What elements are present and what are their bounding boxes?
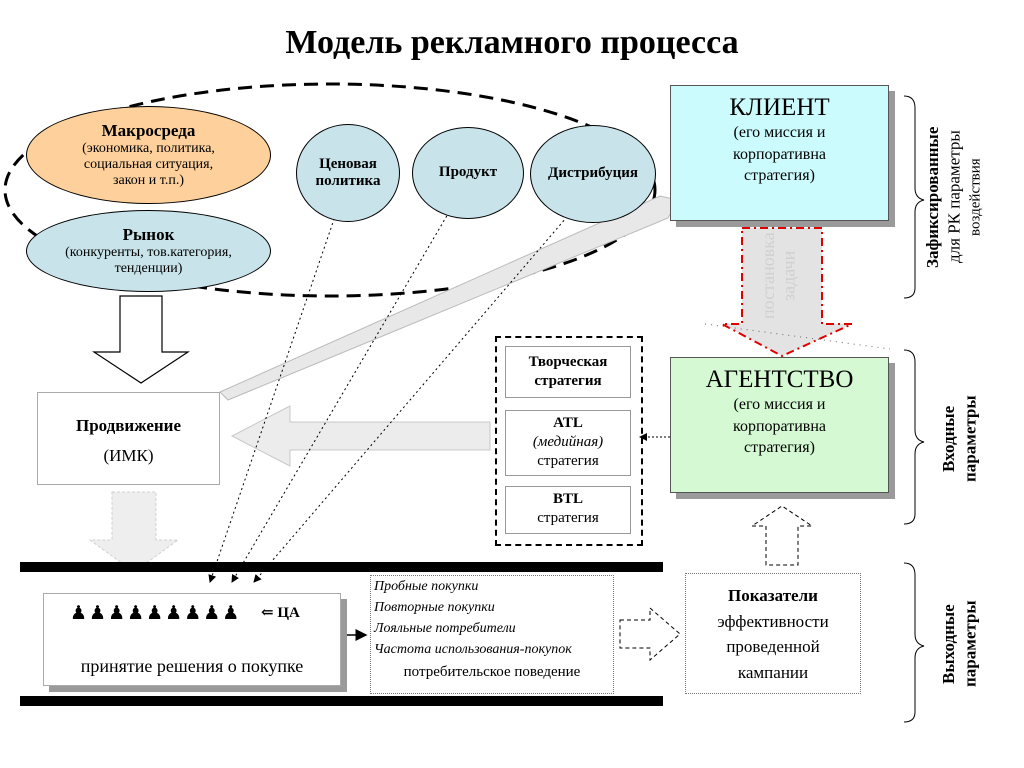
kpi-box: Показатели эффективности проведенной кам… xyxy=(685,573,861,694)
kpi-line: проведенной xyxy=(726,637,820,656)
product-label: Продукт xyxy=(438,164,498,181)
consumer-item: Лояльные потребители xyxy=(374,621,516,636)
macro-line: (экономика, политика, xyxy=(82,140,215,156)
macro-environment-bubble: Макросреда (экономика, политика, социаль… xyxy=(26,106,271,204)
brace-fixed xyxy=(903,95,925,299)
market-title: Рынок xyxy=(122,225,175,245)
target-audience-box: ♟♟♟♟♟♟♟♟♟ ⇐ ЦА принятие решения о покупк… xyxy=(43,593,341,686)
product-link xyxy=(231,189,463,583)
task-arrow xyxy=(721,227,853,358)
kpi-up-arrow xyxy=(750,505,814,566)
fixed-label-line: воздействия xyxy=(967,158,984,236)
output-parameters-label: Выходные параметры xyxy=(938,566,994,722)
brace-output xyxy=(903,562,925,723)
client-line: корпоративна xyxy=(733,145,826,163)
macro-title: Макросреда xyxy=(101,121,196,141)
consumer-item: Частота использования-покупок xyxy=(374,642,572,657)
page-title: Модель рекламного процесса xyxy=(285,24,739,61)
promotion-sub: (ИМК) xyxy=(103,446,154,465)
kpi-line: эффективности xyxy=(717,611,829,631)
btl-strategy-box: BTL стратегия xyxy=(505,486,631,534)
fixed-label-line: для РК параметры xyxy=(944,130,964,264)
input-label-line: Входные xyxy=(939,405,958,473)
promotion-title: Продвижение xyxy=(75,416,182,435)
output-label-line: параметры xyxy=(960,600,980,688)
price-policy-bubble: Ценовая политика xyxy=(296,124,400,222)
client-box: КЛИЕНТ (его миссия и корпоративна страте… xyxy=(670,85,889,221)
agency-title: АГЕНТСТВО xyxy=(705,366,854,393)
agency-box: АГЕНТСТВО (его миссия и корпоративна стр… xyxy=(670,357,889,493)
distribution-bubble: Дистрибуция xyxy=(530,125,656,223)
bottom-rule xyxy=(20,696,663,706)
output-label-line: Выходные xyxy=(939,604,958,684)
consumer-item: Пробные покупки xyxy=(374,579,479,594)
creative-line: Творческая xyxy=(528,354,608,370)
people-icon: ♟♟♟♟♟♟♟♟♟ xyxy=(70,603,242,624)
strategy-to-promo-arrow xyxy=(230,405,491,467)
distribution-label: Дистрибуция xyxy=(548,165,638,182)
atl-title: ATL xyxy=(553,415,583,431)
atl-sub: стратегия xyxy=(537,452,599,469)
agency-line: корпоративна xyxy=(733,417,826,435)
brace-input xyxy=(903,349,925,525)
market-line: тенденции) xyxy=(114,260,183,276)
task-label-line: постановка xyxy=(758,232,778,320)
environment-ellipse xyxy=(3,82,657,298)
input-parameters-label: Входные параметры xyxy=(938,357,994,521)
target-audience-label: ⇐ ЦА xyxy=(261,605,300,621)
market-bubble: Рынок (конкуренты, тов.категория, тенден… xyxy=(26,210,271,292)
market-down-arrow xyxy=(92,295,190,384)
macro-line: социальная ситуация, xyxy=(83,156,214,172)
agency-line: стратегия) xyxy=(744,439,815,457)
consumer-to-kpi-arrow xyxy=(619,606,681,662)
fixed-parameters-label: Зафиксированные для РК параметры воздейс… xyxy=(922,92,1002,302)
consumer-item: Повторные покупки xyxy=(374,600,495,615)
top-rule xyxy=(20,562,663,572)
task-label-line: задачи xyxy=(778,250,799,302)
macro-line: закон и т.п.) xyxy=(112,172,185,188)
price-policy-label: политика xyxy=(315,173,381,189)
client-line: (его миссия и xyxy=(733,124,826,141)
agency-line: (его миссия и xyxy=(733,396,826,413)
creative-strategy-box: Творческая стратегия xyxy=(505,346,631,398)
kpi-line: кампании xyxy=(737,662,809,682)
price-link xyxy=(208,189,345,583)
promotion-box: Продвижение (ИМК) xyxy=(37,392,220,485)
distribution-link xyxy=(253,189,591,583)
consumer-behavior-box: Пробные покупки Повторные покупки Лояльн… xyxy=(370,575,614,694)
fixed-label-line: Зафиксированные xyxy=(923,126,942,268)
purchase-decision-label: принятие решения о покупке xyxy=(80,656,304,676)
price-policy-label: Ценовая xyxy=(319,155,377,172)
btl-title: BTL xyxy=(552,491,583,507)
creative-line: стратегия xyxy=(534,372,602,389)
promo-down-arrow xyxy=(88,491,180,573)
atl-italic: (медийная) xyxy=(532,433,604,450)
market-line: (конкуренты, тов.категория, xyxy=(65,244,232,260)
task-arrow-label: постановка задачи xyxy=(758,226,820,326)
atl-strategy-box: ATL (медийная) стратегия xyxy=(505,410,631,476)
consumer-footer: потребительское поведение xyxy=(403,664,581,680)
client-line: стратегия) xyxy=(744,167,815,185)
kpi-title: Показатели xyxy=(728,586,818,605)
client-title: КЛИЕНТ xyxy=(729,94,830,121)
btl-sub: стратегия xyxy=(537,509,599,526)
strategies-group: Творческая стратегия ATL (медийная) стра… xyxy=(495,336,643,546)
product-bubble: Продукт xyxy=(412,127,524,219)
input-label-line: параметры xyxy=(960,395,980,483)
